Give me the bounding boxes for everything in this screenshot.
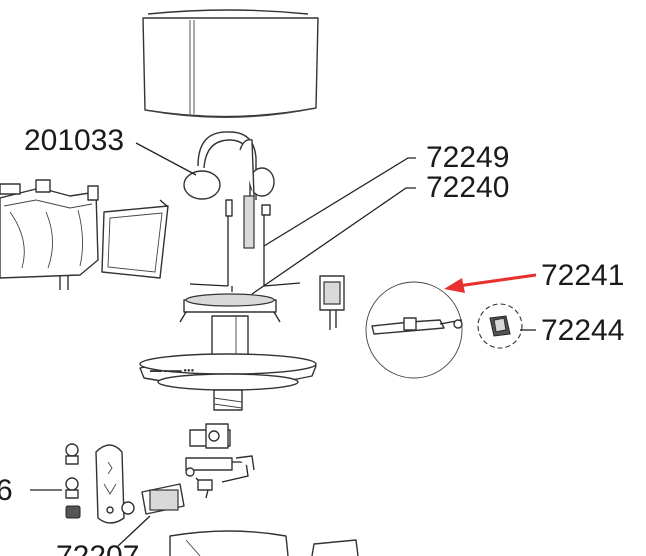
callout-72244: 72244 xyxy=(541,314,624,347)
bottom-hardware xyxy=(65,443,185,524)
red-arrow xyxy=(444,273,537,293)
gas-valve-assembly xyxy=(185,423,255,499)
burner-tube-assembly xyxy=(183,131,301,292)
top-shade-part xyxy=(142,9,319,118)
left-housing-part xyxy=(0,179,169,290)
callout-6: 6 xyxy=(0,474,13,507)
central-post: ▬▬ ▬▬▬ ●●● xyxy=(139,315,317,411)
callout-72241: 72241 xyxy=(541,259,624,292)
plate-text: ▬▬ ▬▬▬ ●●● xyxy=(150,368,195,374)
detail-circle-small xyxy=(477,303,523,349)
bottom-base xyxy=(169,530,359,556)
callout-201033: 201033 xyxy=(24,124,124,157)
leader-lines xyxy=(30,142,536,547)
igniter-part xyxy=(319,275,345,330)
callout-72249: 72249 xyxy=(426,141,509,174)
burner-base-plate xyxy=(179,293,281,323)
callout-72240: 72240 xyxy=(426,171,509,204)
detail-circle xyxy=(365,281,463,379)
callout-72207: 72207 xyxy=(56,540,139,556)
